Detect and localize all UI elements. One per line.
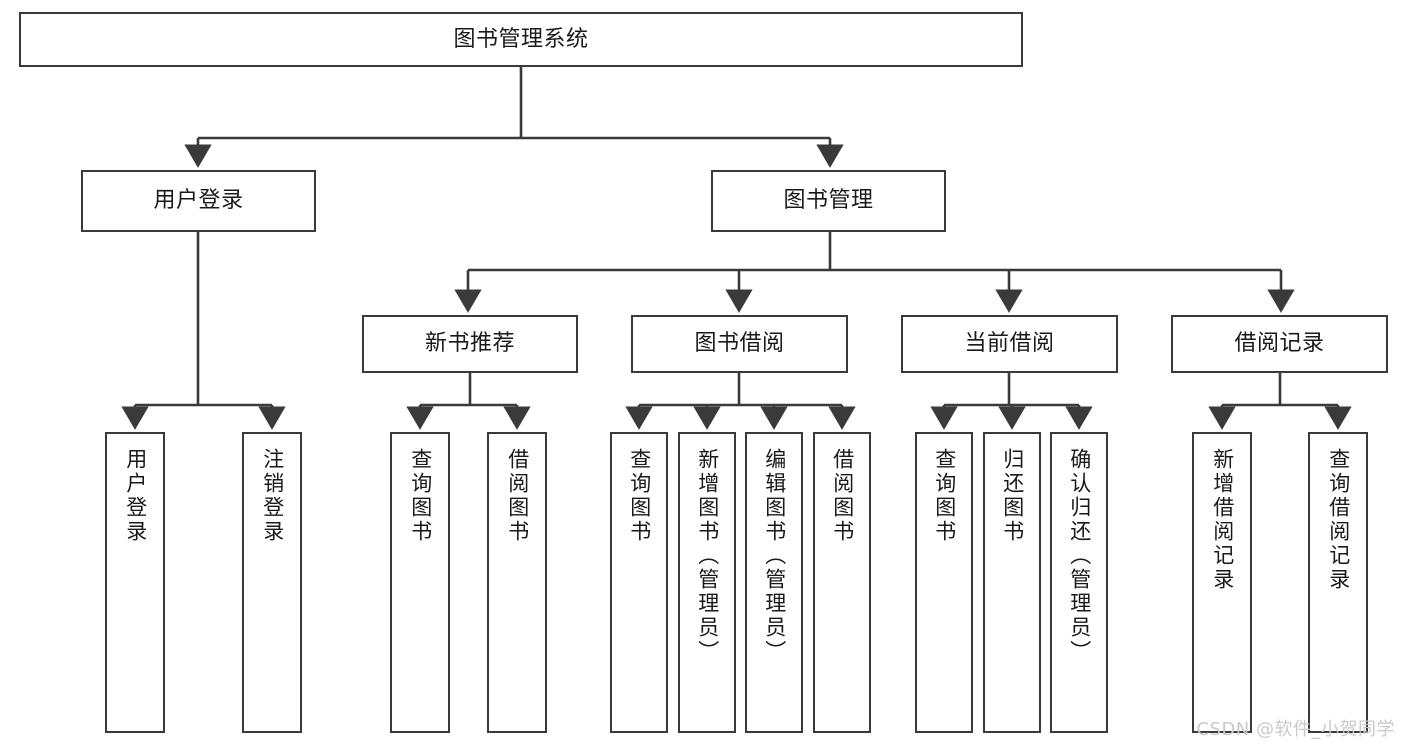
node-leaf-add-book[interactable]: 新增图书（管理员） (678, 432, 736, 733)
node-current-borrow[interactable]: 当前借阅 (901, 315, 1118, 373)
node-leaf-confirm-return[interactable]: 确认归还（管理员） (1050, 432, 1108, 733)
node-leaf-query-book-borrow[interactable]: 查询图书 (610, 432, 668, 733)
node-leaf-return-book-label: 归还图书 (1000, 448, 1025, 544)
node-leaf-borrow-book-label: 借阅图书 (830, 448, 855, 544)
node-leaf-return-book[interactable]: 归还图书 (983, 432, 1041, 733)
node-book-borrow-label: 图书借阅 (694, 331, 785, 357)
node-leaf-query-book-current[interactable]: 查询图书 (915, 432, 973, 733)
node-leaf-user-logout-label: 注销登录 (260, 448, 285, 544)
node-root[interactable]: 图书管理系统 (19, 12, 1023, 67)
node-leaf-query-book-rec-label: 查询图书 (408, 448, 433, 544)
node-borrow-record[interactable]: 借阅记录 (1171, 315, 1388, 373)
node-leaf-query-book-current-label: 查询图书 (932, 448, 957, 544)
node-book-borrow[interactable]: 图书借阅 (631, 315, 848, 373)
node-current-borrow-label: 当前借阅 (964, 331, 1055, 357)
node-leaf-edit-book-label: 编辑图书（管理员） (762, 448, 787, 664)
node-leaf-query-book-rec[interactable]: 查询图书 (390, 432, 450, 733)
node-root-label: 图书管理系统 (453, 26, 589, 52)
node-user-login-label: 用户登录 (153, 188, 244, 214)
node-leaf-borrow-book-rec[interactable]: 借阅图书 (487, 432, 547, 733)
node-leaf-user-login[interactable]: 用户登录 (105, 432, 165, 733)
node-leaf-add-book-label: 新增图书（管理员） (695, 448, 720, 664)
node-user-login[interactable]: 用户登录 (81, 170, 316, 232)
node-leaf-user-login-label: 用户登录 (123, 448, 148, 544)
node-leaf-borrow-book-rec-label: 借阅图书 (505, 448, 530, 544)
node-new-book-recommend[interactable]: 新书推荐 (362, 315, 578, 373)
node-leaf-user-logout[interactable]: 注销登录 (242, 432, 302, 733)
node-leaf-confirm-return-label: 确认归还（管理员） (1067, 448, 1092, 664)
node-leaf-add-borrow-record-label: 新增借阅记录 (1210, 448, 1235, 592)
node-borrow-record-label: 借阅记录 (1234, 331, 1325, 357)
node-leaf-query-borrow-record[interactable]: 查询借阅记录 (1308, 432, 1368, 733)
node-book-manage[interactable]: 图书管理 (711, 170, 946, 232)
node-new-book-recommend-label: 新书推荐 (424, 331, 515, 357)
node-leaf-query-book-borrow-label: 查询图书 (627, 448, 652, 544)
csdn-watermark: CSDN @软件_小贺同学 (1196, 719, 1395, 740)
node-book-manage-label: 图书管理 (783, 188, 874, 214)
node-leaf-edit-book[interactable]: 编辑图书（管理员） (745, 432, 803, 733)
node-leaf-borrow-book[interactable]: 借阅图书 (813, 432, 871, 733)
node-leaf-add-borrow-record[interactable]: 新增借阅记录 (1192, 432, 1252, 733)
node-leaf-query-borrow-record-label: 查询借阅记录 (1326, 448, 1351, 592)
